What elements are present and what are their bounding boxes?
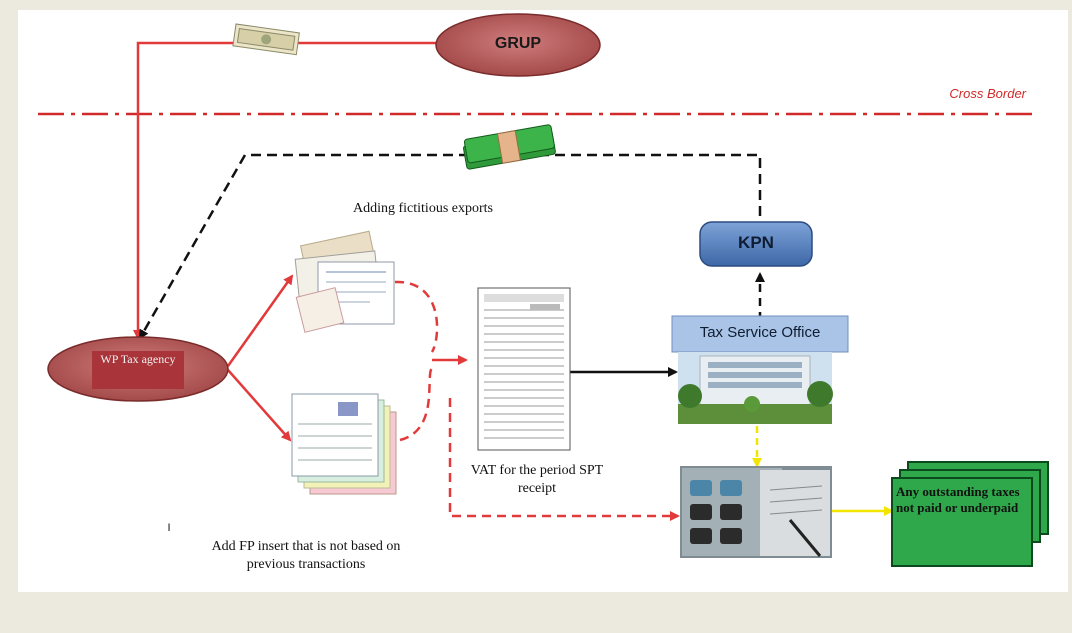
kpn-node [699,221,813,267]
grup-label: GRUP [494,35,542,52]
office-building-photo [678,352,833,424]
cash-bundle-icon [232,23,300,56]
invoice-stack-icon [294,230,395,333]
wp-agency-inner [92,351,184,389]
invoices-to-vat-curve [394,280,439,353]
fp-insert-label: Add FP insert that is not based on previ… [211,539,401,572]
outstanding-label: Any outstanding taxes not paid or underp… [896,484,1020,516]
wp-agency-label: WP Tax agency [100,352,176,366]
agency-to-forms-arrow [227,369,292,442]
green-cash-bundle-icon [463,124,556,170]
kpn-refund-line [138,153,762,340]
cursor-mark: I [167,522,171,534]
carbon-form-stack-icon [291,393,397,495]
tax-service-office-label: Tax Service Office [699,324,821,341]
calculator-photo [680,466,832,558]
tax-return-form-icon [477,287,571,451]
fictitious-exports-label: Adding fictitious exports [353,201,493,216]
cross-border-label: Cross Border [949,86,1026,101]
vat-to-calculator-line [448,398,680,521]
grup-to-agency-line [133,41,438,340]
grup-node [435,13,601,77]
tax-service-office-header [671,315,849,353]
kpn-label: KPN [738,233,774,252]
agency-to-invoices-arrow [226,274,294,367]
forms-to-vat-curve [399,367,434,442]
vat-receipt-label: VAT for the period SPT receipt [470,463,604,496]
outstanding-node [891,461,1049,567]
